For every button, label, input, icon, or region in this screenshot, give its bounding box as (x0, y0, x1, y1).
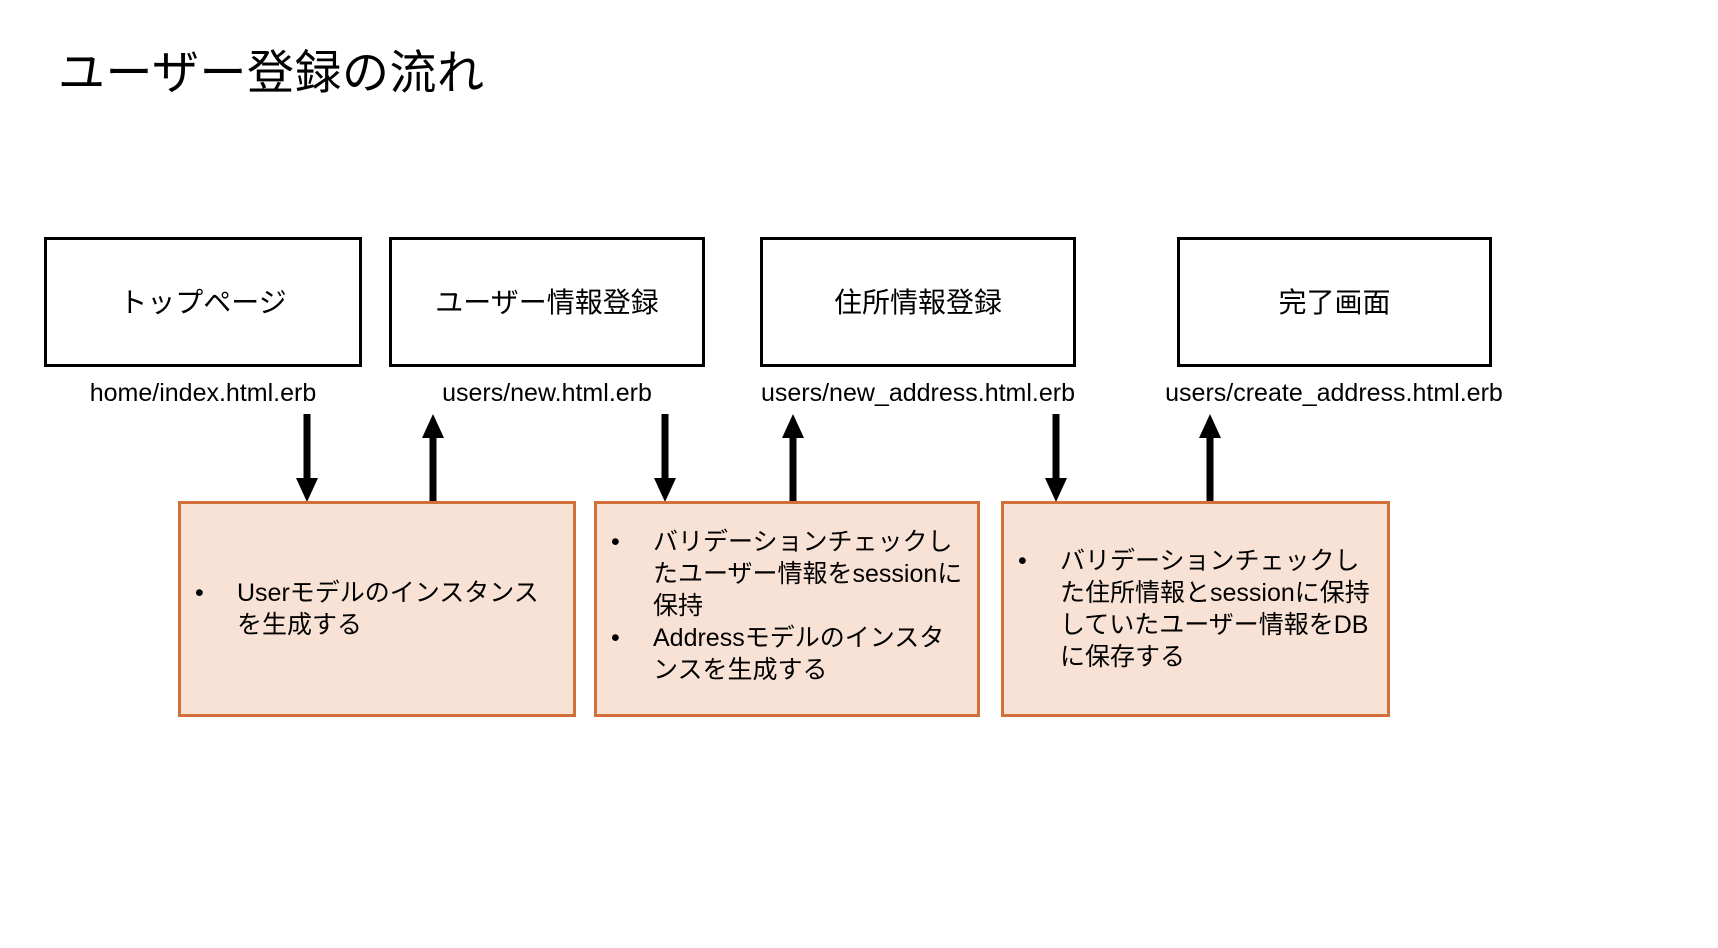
screen-box-label: トップページ (119, 286, 287, 318)
bullet-icon: • (195, 579, 204, 607)
screen-box-user-info-register[interactable]: ユーザー情報登録 (389, 237, 705, 367)
note-box-save-to-db[interactable]: • バリデーションチェックした住所情報とsessionに保持していたユーザー情報… (1001, 501, 1390, 717)
screen-box-address-info-register[interactable]: 住所情報登録 (760, 237, 1076, 367)
screen-box-top-page[interactable]: トップページ (44, 237, 362, 367)
arrow-top-to-note1-down (295, 414, 319, 502)
screen-box-label: ユーザー情報登録 (435, 286, 659, 318)
note-list-item: • バリデーションチェックしたユーザー情報をsessionに保持 (611, 526, 967, 622)
bullet-icon: • (611, 528, 620, 556)
note-list: • Userモデルのインスタンスを生成する (195, 577, 563, 641)
note-item-text: バリデーションチェックしたユーザー情報をsessionに保持 (653, 528, 963, 620)
screen-path-label-home-index: home/index.html.erb (89, 379, 317, 407)
note-list-item: • Addressモデルのインスタンスを生成する (611, 622, 967, 686)
arrow-note1-to-users-new-up (421, 414, 445, 502)
note-list: • バリデーションチェックした住所情報とsessionに保持していたユーザー情報… (1018, 545, 1377, 673)
screen-box-complete[interactable]: 完了画面 (1177, 237, 1492, 367)
note-box-user-model[interactable]: • Userモデルのインスタンスを生成する (178, 501, 576, 717)
screen-box-label: 完了画面 (1278, 286, 1391, 318)
arrow-users-new-to-note2-down (653, 414, 677, 502)
arrow-note3-to-complete-up (1198, 414, 1222, 502)
screen-box-label: 住所情報登録 (833, 286, 1002, 318)
bullet-icon: • (1018, 547, 1027, 575)
arrow-note2-to-address-up (781, 414, 805, 502)
arrow-address-to-note3-down (1044, 414, 1068, 502)
note-box-session-and-address-model[interactable]: • バリデーションチェックしたユーザー情報をsessionに保持 • Addre… (594, 501, 980, 717)
note-item-text: Addressモデルのインスタンスを生成する (653, 624, 945, 684)
note-list-item: • バリデーションチェックした住所情報とsessionに保持していたユーザー情報… (1018, 545, 1377, 673)
page-title: ユーザー登録の流れ (58, 46, 485, 99)
note-item-text: バリデーションチェックした住所情報とsessionに保持していたユーザー情報をD… (1060, 547, 1370, 671)
note-list-item: • Userモデルのインスタンスを生成する (195, 577, 563, 641)
screen-path-label-users-create-address: users/create_address.html.erb (1165, 379, 1503, 407)
note-item-text: Userモデルのインスタンスを生成する (237, 579, 539, 639)
note-list: • バリデーションチェックしたユーザー情報をsessionに保持 • Addre… (611, 526, 967, 686)
bullet-icon: • (611, 624, 620, 652)
screen-path-label-users-new: users/new.html.erb (442, 379, 652, 407)
screen-path-label-users-new-address: users/new_address.html.erb (760, 379, 1076, 407)
